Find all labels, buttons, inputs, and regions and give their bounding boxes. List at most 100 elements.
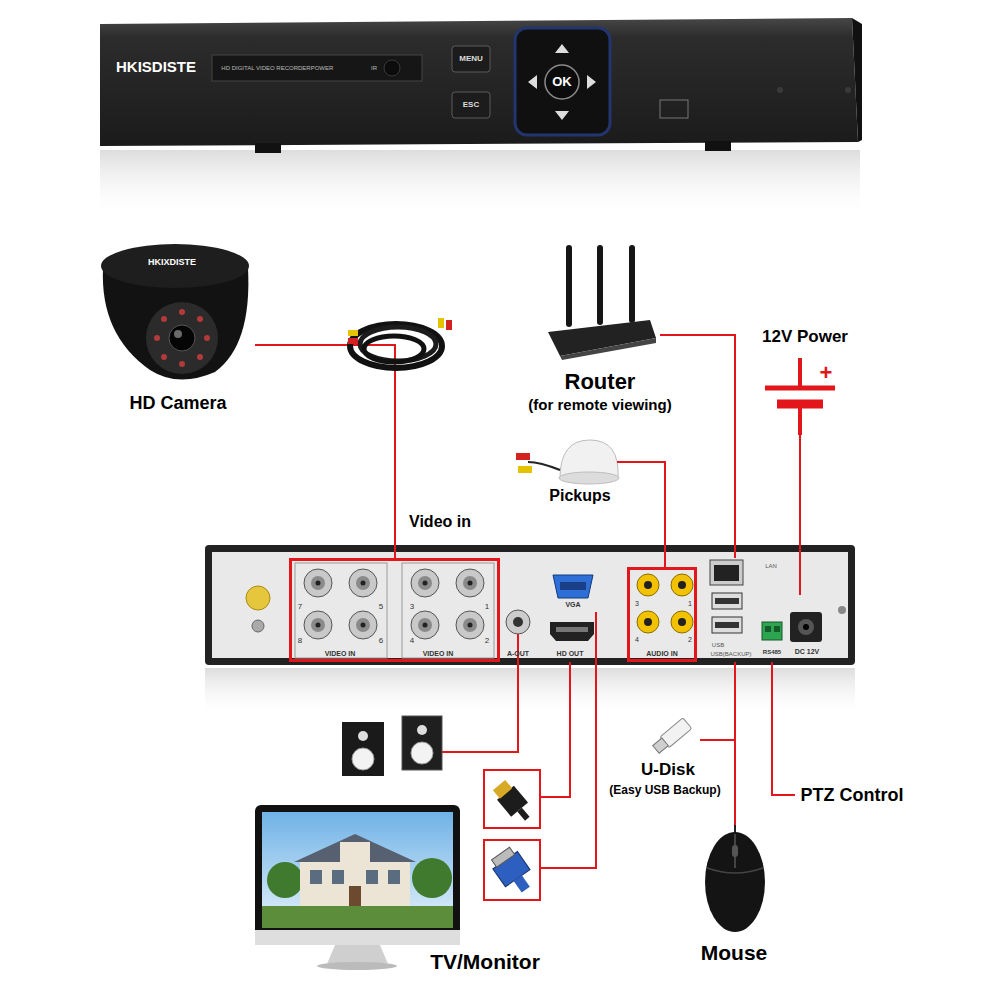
rear-panel-illustration: [456, 611, 484, 639]
speaker-illustration: [402, 716, 442, 770]
hdmi-cable-icon: [517, 808, 529, 821]
channel-number: 5: [376, 602, 386, 611]
rear-panel-illustration: [205, 668, 855, 718]
speaker-illustration: [342, 716, 442, 776]
camera-illustration: [204, 335, 210, 341]
usb-disk: U-Disk(Easy USB Backup): [600, 715, 700, 803]
rear-panel-illustration: [212, 552, 848, 658]
rear-panel-illustration: [205, 545, 855, 718]
rear-panel-illustration: [418, 576, 432, 590]
polarity-sign: +: [818, 360, 834, 385]
dvr-front-illustration: [452, 92, 490, 118]
port-label: DC 12V: [788, 648, 826, 656]
rear-panel-illustration: [311, 618, 325, 632]
rear-panel-illustration: [715, 598, 739, 604]
rear-panel-illustration: [423, 623, 428, 628]
mouse-illustration: [732, 845, 738, 857]
vga-cable-icon: [484, 840, 540, 900]
vga-cable-icon: [514, 875, 530, 892]
rear-panel-illustration: [671, 611, 693, 633]
rear-panel-illustration: [205, 545, 855, 665]
rear-panel-illustration: [423, 581, 428, 586]
rear-panel-illustration: [671, 574, 693, 596]
cable-coil: [360, 327, 436, 361]
dvr-front-illustration: [555, 111, 569, 120]
hdmi-cable-icon: [493, 780, 512, 799]
connection-wire: [772, 662, 795, 795]
channel-number: 2: [482, 636, 492, 645]
dvr-front-illustration: [705, 141, 731, 151]
audio-input-group: 3142AUDIO IN: [627, 567, 697, 662]
monitor-illustration: [332, 870, 344, 884]
usb-disk-icon: [651, 718, 691, 755]
dvr-front-illustration: [845, 87, 851, 93]
power-supply: 12V Power+: [750, 322, 860, 435]
rear-panel-illustration: [356, 576, 370, 590]
rear-panel-illustration: [418, 618, 432, 632]
rear-panel-illustration: [803, 624, 809, 630]
connection-wire: [541, 662, 570, 797]
button-label: OK: [547, 75, 577, 90]
hdmi-cable-icon: [484, 770, 540, 828]
camera-illustration: [197, 316, 203, 322]
camera-illustration: [197, 354, 203, 360]
hdmi-cable-icon: [491, 778, 536, 826]
camera-illustration: [161, 354, 167, 360]
rear-panel-illustration: [513, 617, 523, 627]
dvr-front-illustration: [587, 75, 596, 89]
channel-number: 4: [633, 636, 641, 644]
channel-number: 4: [407, 636, 417, 645]
device-label: Pickups: [535, 487, 625, 505]
connection-wire: [255, 345, 395, 558]
rear-panel-illustration: [356, 618, 370, 632]
rear-panel-illustration: [678, 581, 686, 589]
pickup-illustration: [528, 462, 560, 470]
dvr-front-illustration: [452, 46, 490, 72]
dvr-front-illustration: [515, 28, 610, 135]
speaker-illustration: [342, 722, 384, 776]
rear-panel-illustration: [361, 581, 366, 586]
cable-coil: [348, 318, 452, 368]
rear-panel-illustration: [637, 574, 659, 596]
rear-panel-illustration: [411, 569, 439, 597]
rear-panel-illustration: [316, 581, 321, 586]
camera-illustration: [179, 309, 185, 315]
port-label: HD OUT: [550, 650, 590, 658]
port-label: VIDEO IN: [310, 650, 370, 658]
device-label: U-Disk: [623, 760, 713, 780]
rear-panel-illustration: [349, 611, 377, 639]
rear-panel-illustration: [550, 622, 594, 641]
device-label: Mouse: [689, 941, 779, 965]
camera-illustration: [154, 335, 160, 341]
dvr-front-illustration: [255, 143, 281, 153]
rear-panel-illustration: [463, 618, 477, 632]
monitor-illustration: [388, 870, 400, 884]
device-label: PTZ Control: [787, 785, 917, 806]
monitor-illustration: [412, 858, 452, 898]
port-label: A-OUT: [500, 650, 536, 658]
rear-panel-illustration: [468, 581, 473, 586]
channel-number: 6: [376, 636, 386, 645]
rear-panel-illustration: [456, 569, 484, 597]
device-note: (Easy USB Backup): [590, 784, 740, 798]
device-note: (for remote viewing): [510, 396, 690, 413]
router-illustration: [560, 338, 656, 360]
rear-panel-illustration: [411, 611, 439, 639]
cable-coil: [348, 330, 358, 336]
speaker-illustration: [402, 716, 442, 770]
mouse-illustration: [705, 832, 765, 932]
cable-coil: [446, 320, 452, 330]
port-label: LAN: [760, 563, 782, 570]
pickup-illustration: [516, 453, 530, 460]
dvr-front-illustration: [852, 18, 862, 142]
rear-panel-illustration: [712, 617, 742, 633]
dvr-rear-panel: LAN7586VIDEO IN3142VIDEO INA-OUTVGAHD OU…: [205, 545, 855, 665]
dvr-front-illustration: [545, 65, 579, 99]
audio-pickup: Pickups: [512, 430, 617, 505]
vga-cable-icon: [484, 840, 540, 900]
monitor-illustration: [300, 860, 410, 910]
rear-panel-illustration: [765, 626, 771, 632]
rs485-port: RS485: [758, 614, 786, 662]
